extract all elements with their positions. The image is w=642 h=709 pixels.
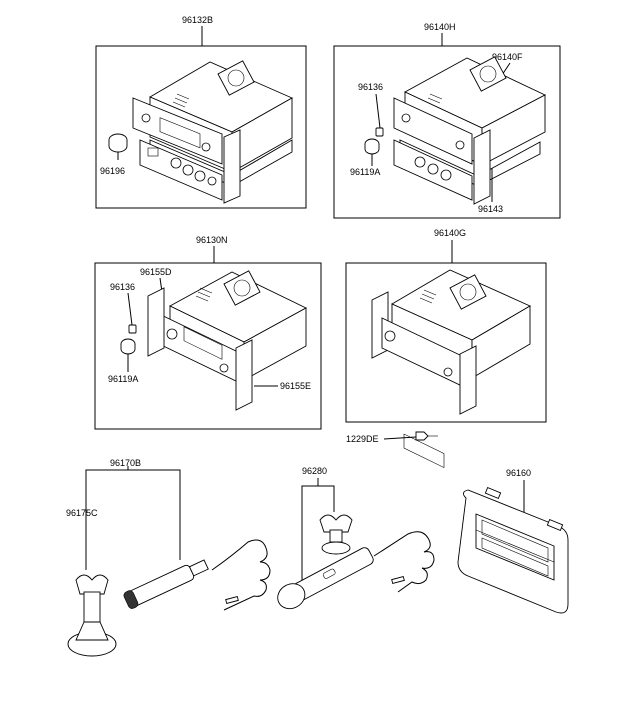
label-96119a-ml: 96119A <box>108 374 138 384</box>
label-96136-tr: 96136 <box>358 82 383 92</box>
label-1229de: 1229DE <box>346 434 379 444</box>
label-96160: 96160 <box>506 468 531 478</box>
label-96143: 96143 <box>478 204 503 214</box>
label-96280: 96280 <box>302 466 327 476</box>
assembly-96170b: 96170B 96175C <box>66 458 271 657</box>
assembly-96280: 96280 <box>277 466 435 610</box>
frame-96130n <box>94 262 322 430</box>
label-96132b: 96132B <box>182 15 213 25</box>
frame-96140h <box>333 45 561 219</box>
label-96140f: 96140F <box>492 52 523 62</box>
label-96140h: 96140H <box>424 22 456 32</box>
assembly-96132b: 96132B 96196 <box>95 15 307 209</box>
label-96119a-tr: 96119A <box>350 167 380 177</box>
assembly-96140h: 96140H 96140F 96136 96119A 96143 <box>333 22 561 219</box>
label-96155d: 96155D <box>140 267 172 277</box>
frame-96140g <box>345 262 547 423</box>
frame-96132b <box>95 45 307 209</box>
assembly-96130n: 96130N 96155D 96136 96119A 96155E <box>94 235 322 430</box>
label-96136-ml: 96136 <box>110 282 135 292</box>
label-96196: 96196 <box>100 166 125 176</box>
label-96155e: 96155E <box>280 381 311 391</box>
label-96130n: 96130N <box>196 235 228 245</box>
label-96170b: 96170B <box>110 458 141 468</box>
assembly-96140g: 96140G 1229DE <box>345 228 547 468</box>
label-96175c: 96175C <box>66 508 98 518</box>
label-96140g: 96140G <box>434 228 466 238</box>
assembly-96160: 96160 <box>457 468 569 614</box>
